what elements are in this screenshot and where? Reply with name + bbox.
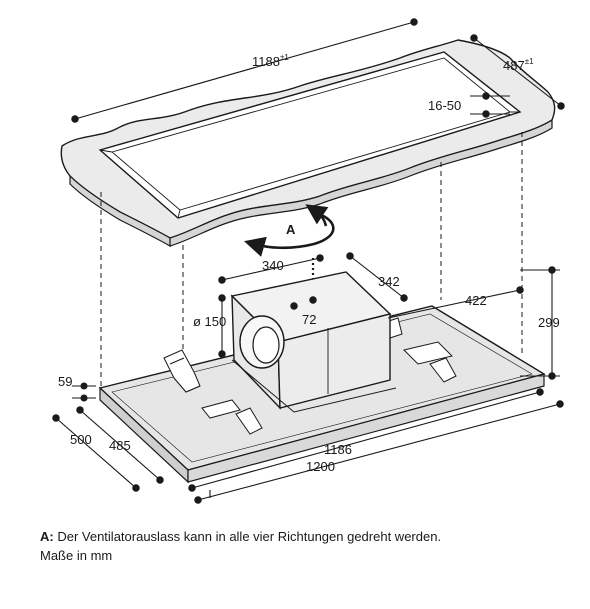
panel-side-face [187,373,545,483]
ceiling-slab [60,39,556,248]
note-text: Der Ventilatorauslass kann in alle vier … [53,529,442,544]
dimension-lines [52,18,565,504]
dim-ceiling-depth: 487±1 [503,57,534,73]
rotation-note: A: Der Ventilatorauslass kann in alle vi… [40,528,441,546]
dim-blower-offset: 422 [465,293,487,308]
blower-box [230,271,397,413]
rotation-arrow [243,204,335,257]
rotation-label: A [286,222,296,237]
dim-ceiling-width: 1188±1 [252,53,289,69]
units-note: Maße in mm [40,548,113,563]
blower-side-face [277,313,391,409]
ceiling-side-edge [169,118,553,247]
note-label: A: [40,529,54,544]
dim-panel-width-outer: 1200 [306,459,335,474]
dim-blower-depth: 342 [378,274,400,289]
dim-ceiling-thickness: 16-50 [428,98,461,113]
dim-panel-width-inner: 1186 [324,442,352,457]
outlet-opening [252,326,280,364]
dim-outlet-diameter: ø 150 [193,314,226,329]
dimension-labels: 1188±1 487±1 16-50 A 340 342 ø 150 72 42… [58,53,560,474]
dim-panel-depth-outer: 500 [70,432,92,447]
dim-panel-depth-inner: 485 [109,438,131,453]
dim-total-height: 299 [538,315,560,330]
dim-blower-width: 340 [262,258,284,273]
dim-outlet-center: 72 [302,312,316,327]
dim-panel-thickness: 59 [58,374,72,389]
installation-diagram: 1188±1 487±1 16-50 A 340 342 ø 150 72 42… [52,18,565,504]
